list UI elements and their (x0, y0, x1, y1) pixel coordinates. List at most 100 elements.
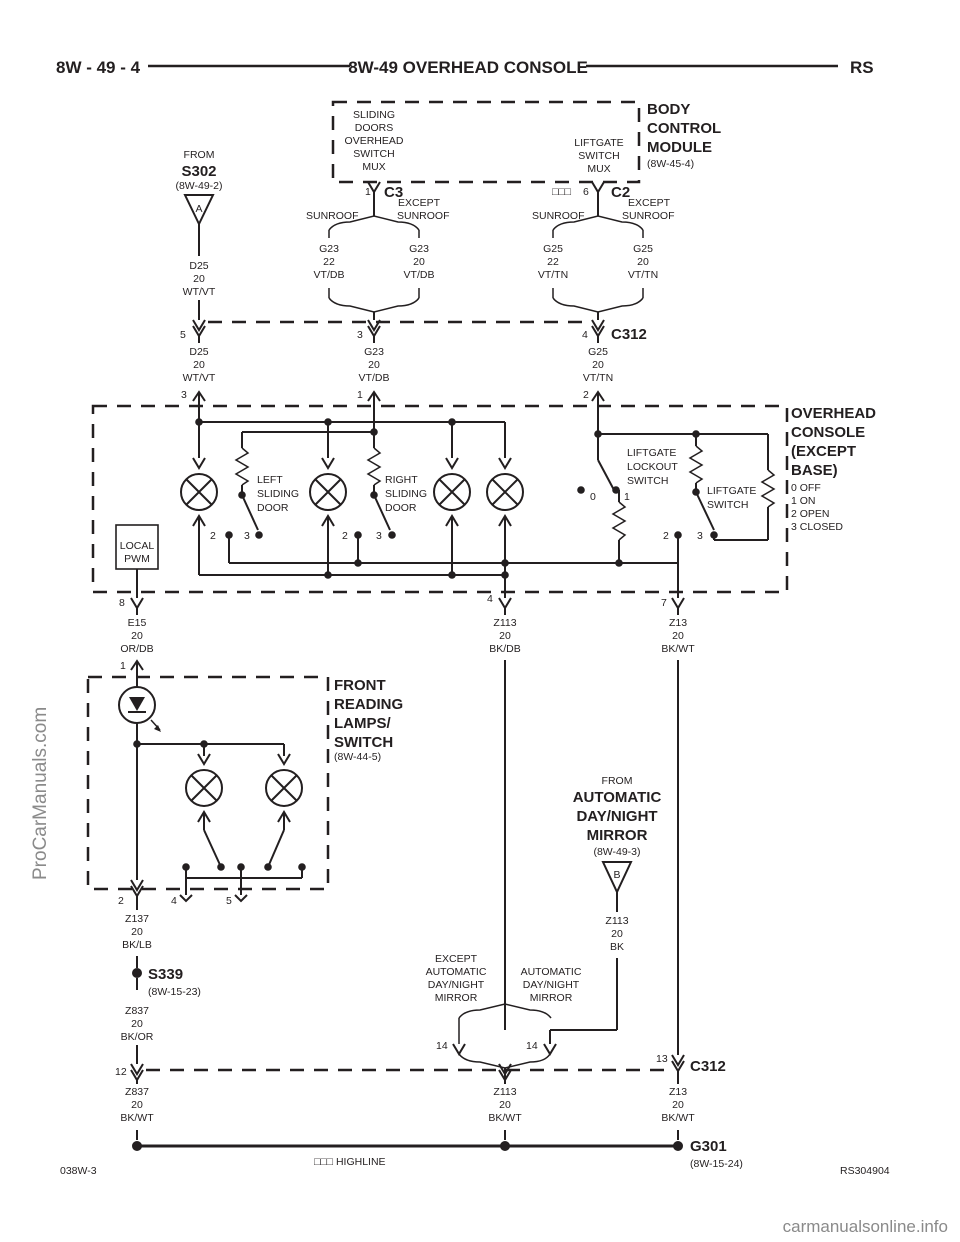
reading-pin: 1 (120, 660, 126, 672)
local-pwm-label: PWM (124, 553, 150, 565)
right-door-pos: 3 (376, 530, 382, 542)
wire-z137: Z137 (125, 913, 149, 925)
g301-ref: (8W-15-24) (690, 1158, 743, 1170)
reading-title: READING (334, 696, 403, 713)
bcm-sliding-label: SWITCH (353, 148, 394, 160)
wire-d25-top: 20 (193, 273, 205, 285)
right-door-resistor (366, 447, 382, 486)
reading-title: FRONT (334, 677, 386, 694)
mirror-pin-symbol (452, 1043, 466, 1056)
ground-splice-icon (673, 1141, 683, 1151)
wire-z113: Z113 (493, 617, 516, 629)
reading-pin-symbol (179, 894, 193, 903)
wire-z837: BK/OR (121, 1031, 154, 1043)
mirror-ref: (8W-49-3) (593, 846, 640, 858)
footer-highline-note: □□□ HIGHLINE (314, 1156, 386, 1168)
wire-z13: 20 (672, 630, 684, 642)
wire-g25: VT/TN (583, 372, 613, 384)
wire-z113-bk: BK (610, 941, 624, 953)
reading-lamp-icon (265, 753, 303, 823)
wire-z113-bk: Z113 (605, 915, 628, 927)
wire-g23: VT/DB (359, 372, 390, 384)
c3-pin: 1 (365, 186, 371, 198)
header-title: 8W-49 OVERHEAD CONSOLE (348, 58, 588, 77)
reading-pin-symbol (130, 879, 144, 898)
page-header: 8W - 49 - 4 8W-49 OVERHEAD CONSOLE RS (56, 58, 874, 77)
variant-except: EXCEPT (628, 197, 671, 209)
wire-z137: 20 (131, 926, 143, 938)
console-title: BASE) (791, 462, 838, 479)
c312-pin: 3 (357, 329, 363, 341)
console-lamp-icon (486, 457, 524, 527)
wire-e15: 20 (131, 630, 143, 642)
left-door-label: DOOR (257, 502, 289, 514)
bcm-outline (331, 100, 641, 184)
c312-top-label: C312 (611, 326, 647, 343)
s302-name: S302 (181, 163, 216, 180)
liftgate-switch-label: SWITCH (707, 499, 748, 511)
s302-ref: (8W-49-2) (175, 180, 222, 192)
c312-pin: 12 (115, 1066, 127, 1078)
c312-pin5-symbol (192, 319, 206, 338)
wire-g25-20: VT/TN (628, 269, 658, 281)
lockout-label: LIFTGATE (627, 447, 676, 459)
mirror-pin: 14 (436, 1040, 448, 1052)
wire-g25-22: VT/TN (538, 269, 568, 281)
mirror-from: FROM (602, 775, 633, 787)
switch-state-legend: 0 OFF (791, 482, 821, 494)
s339-ref: (8W-15-23) (148, 986, 201, 998)
s302-from: FROM (184, 149, 215, 161)
c312-bottom-connector: 12 13 C312 Z837 20 BK/WT Z113 20 BK/WT Z… (115, 1053, 726, 1140)
sunroof-variants: SUNROOF EXCEPT SUNROOF SUNROOF EXCEPT SU… (306, 197, 675, 238)
console-title: CONSOLE (791, 424, 865, 441)
lockout-label: LOCKOUT (627, 461, 678, 473)
right-door-label: DOOR (385, 502, 417, 514)
s302-flag-icon (183, 194, 215, 227)
console-pin-symbol (498, 597, 512, 610)
wire-g23: G23 (364, 346, 384, 358)
wire-d25: 20 (193, 359, 205, 371)
variant-sunroof: SUNROOF (306, 210, 359, 222)
wire-g23-20: VT/DB (404, 269, 435, 281)
wire-g23: 20 (368, 359, 380, 371)
wire-z837-bottom: 20 (131, 1099, 143, 1111)
variant-except-mirror: AUTOMATIC (426, 966, 487, 978)
left-door-pos: 3 (244, 530, 250, 542)
switch-state-legend: 3 CLOSED (791, 521, 843, 533)
mirror-pin: 14 (526, 1040, 538, 1052)
console-pin: 8 (119, 597, 125, 609)
c312-top-connector: 5 3 4 C312 D25 20 WT/VT G23 20 VT/DB G25… (180, 319, 647, 384)
reading-ref: (8W-44-5) (334, 751, 381, 763)
variant-except-mirror: MIRROR (435, 992, 478, 1004)
mirror-variants: EXCEPT AUTOMATIC DAY/NIGHT MIRROR AUTOMA… (426, 953, 582, 1069)
variant-except-sunroof: SUNROOF (622, 210, 675, 222)
bcm-title: CONTROL (647, 120, 721, 137)
wire-z113-bottom: 20 (499, 1099, 511, 1111)
wire-z113: BK/DB (489, 643, 521, 655)
ground-splice-icon (132, 1141, 142, 1151)
wire-z837-bottom: Z837 (125, 1086, 149, 1098)
wire-z113-bottom: BK/WT (488, 1112, 522, 1124)
s339-splice-icon (132, 968, 142, 978)
overhead-console: OVERHEAD CONSOLE (EXCEPT BASE) 0 OFF 1 O… (91, 389, 876, 610)
variant-auto-mirror: DAY/NIGHT (523, 979, 580, 991)
c2-pin: 6 (583, 186, 589, 198)
side-watermark: ProCarManuals.com (30, 707, 51, 880)
left-door-resistor (234, 447, 250, 486)
c2-highline-marks: □□□ (552, 186, 572, 198)
wire-g25-20: G25 (633, 243, 653, 255)
liftgate-ref-resistor (760, 469, 776, 508)
bcm-sliding-label: OVERHEAD (345, 135, 404, 147)
c312-pin3-symbol (367, 319, 381, 338)
body-control-module: SLIDING DOORS OVERHEAD SWITCH MUX LIFTGA… (328, 100, 721, 231)
console-pin: 1 (357, 389, 363, 401)
console-lamp-icon (433, 457, 471, 527)
c312-pin4-symbol (591, 319, 605, 338)
left-door-label: SLIDING (257, 488, 299, 500)
c312-pin: 5 (180, 329, 186, 341)
wire-z13-bottom: BK/WT (661, 1112, 695, 1124)
c3-connector-label: C3 (384, 184, 403, 201)
bcm-title: MODULE (647, 139, 712, 156)
liftgate-resistor (688, 445, 704, 484)
c312-pin12-symbol (130, 1063, 144, 1082)
